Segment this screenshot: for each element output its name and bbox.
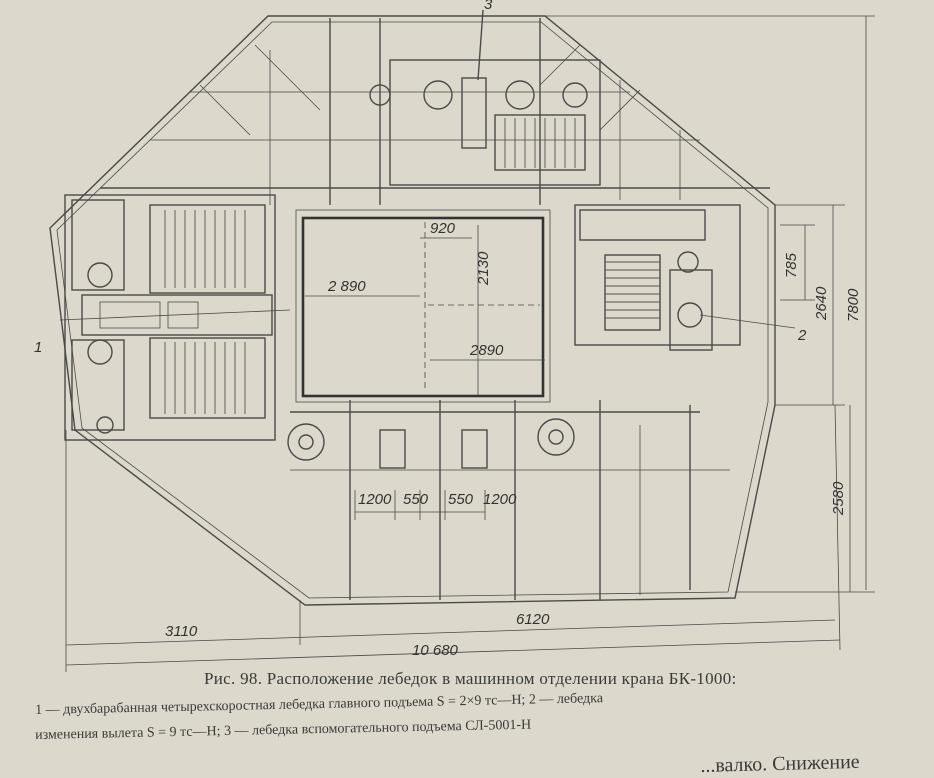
winch-3-auxiliary-hoist [369,9,601,186]
callout-1: 1 [34,339,42,356]
structural-beams [100,18,770,205]
dim-2130: 2130 [475,251,492,286]
dimension-lines [65,15,875,672]
machine-room-outline [49,15,776,606]
dim-6120: 6120 [516,611,550,628]
winch-1-main-hoist [59,194,291,441]
dim-920: 920 [430,220,456,237]
dim-2580: 2580 [830,481,847,516]
dim-2640: 2640 [813,286,830,321]
central-opening-frame [295,209,551,403]
dim-550-right: 550 [448,491,474,508]
dim-785: 785 [783,252,800,278]
figure-caption-title: Рис. 98. Расположение лебедок в машинном… [204,669,737,688]
callout-2: 2 [797,327,807,344]
dim-550-left: 550 [403,491,429,508]
dim-1200-left: 1200 [358,491,392,508]
central-opening [301,216,545,398]
sheave-row [287,400,730,600]
callout-3: 3 [484,0,493,13]
dim-7800: 7800 [845,288,862,322]
dim-3110: 3110 [165,623,198,640]
dim-1200-right: 1200 [483,491,517,508]
winch-2-luffing [574,204,796,351]
dim-2890-top: 2 890 [327,278,366,295]
dim-10680: 10 680 [412,642,459,659]
dim-2890-bottom: 2890 [469,342,504,359]
